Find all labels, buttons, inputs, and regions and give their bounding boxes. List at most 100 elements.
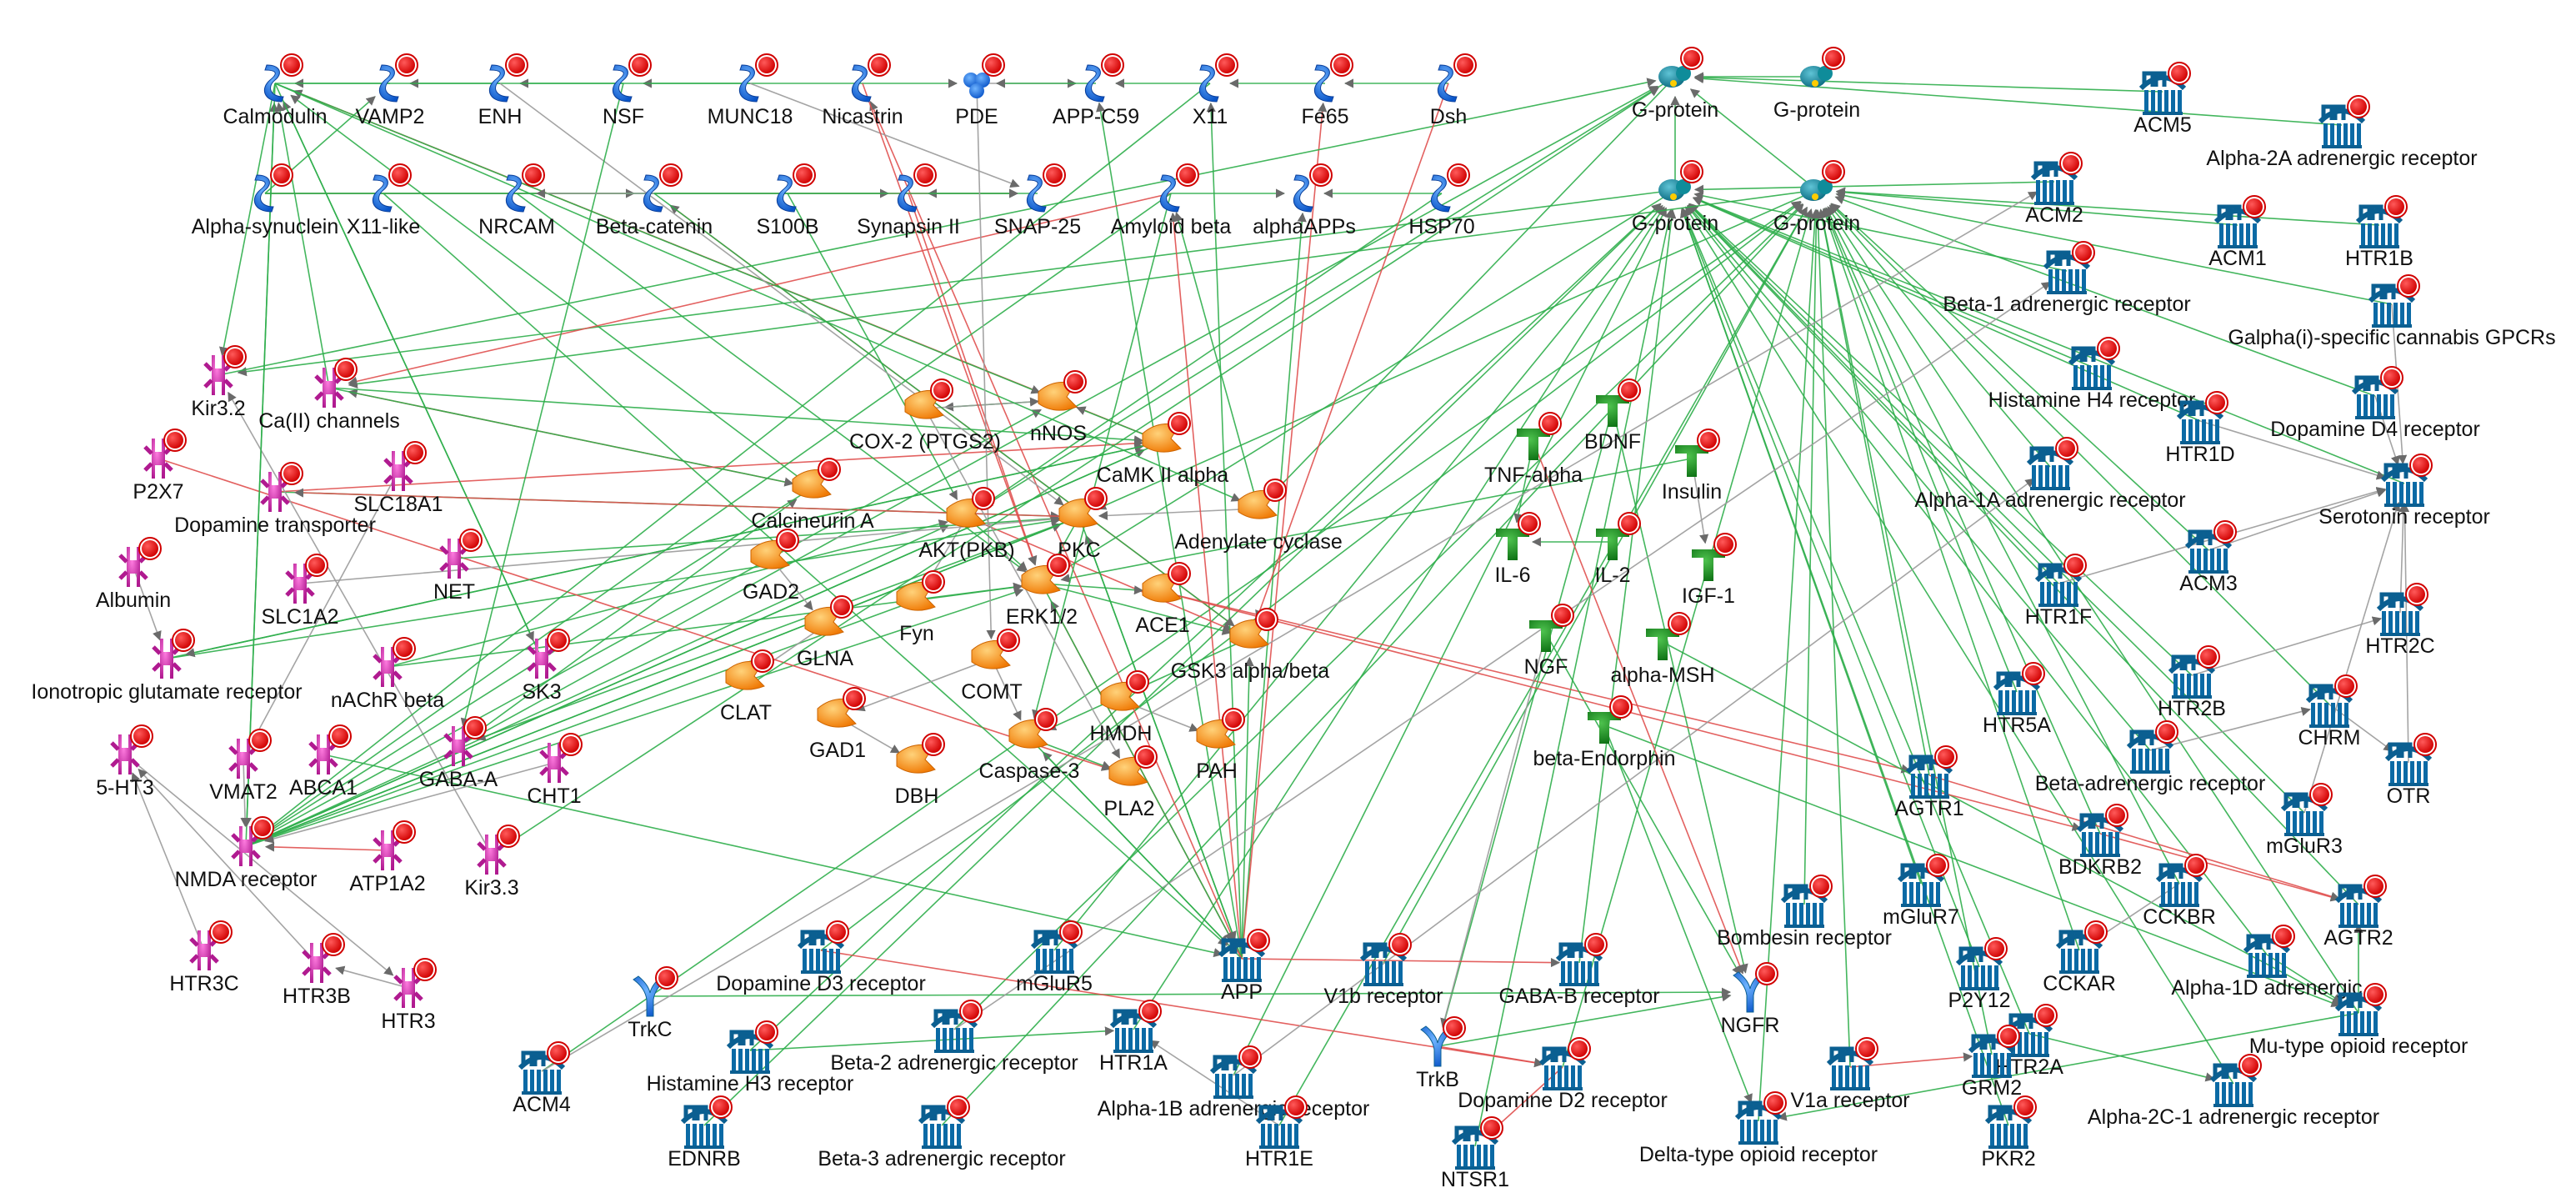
node-grm2[interactable]: GRM2: [1962, 1025, 2022, 1100]
node-gabab[interactable]: GABA-B receptor: [1498, 933, 1660, 1008]
node-cox2[interactable]: COX-2 (PTGS2): [849, 378, 1001, 454]
node-bomb[interactable]: Bombesin receptor: [1717, 875, 1892, 950]
node-d3[interactable]: Dopamine D3 receptor: [716, 920, 926, 995]
node-amsh[interactable]: alpha-MSH: [1610, 612, 1715, 687]
node-gprot1[interactable]: G-protein: [1632, 47, 1718, 122]
node-bendo[interactable]: beta-Endorphin: [1533, 695, 1676, 770]
node-hsp70[interactable]: HSP70: [1408, 163, 1475, 238]
node-clat[interactable]: CLAT: [720, 649, 774, 724]
node-gabaa[interactable]: GABA-A: [419, 716, 498, 791]
node-sk3[interactable]: SK3: [522, 629, 570, 704]
node-ngfr[interactable]: NGFR: [1721, 962, 1780, 1037]
node-p2x7[interactable]: P2X7: [133, 429, 187, 504]
node-htr3c[interactable]: HTR3C: [169, 920, 239, 995]
node-gprot2[interactable]: G-protein: [1773, 47, 1860, 122]
node-acm3[interactable]: ACM3: [2179, 520, 2238, 595]
node-gprot4[interactable]: G-protein: [1773, 160, 1860, 235]
node-serot[interactable]: Serotonin receptor: [2318, 454, 2490, 529]
node-synapsin[interactable]: Synapsin II: [857, 163, 960, 238]
node-p2y12[interactable]: P2Y12: [1948, 937, 2011, 1012]
node-d4[interactable]: Dopamine D4 receptor: [2270, 366, 2480, 441]
node-a2a[interactable]: Alpha-2A adrenergic receptor: [2206, 95, 2478, 170]
node-chrm[interactable]: CHRM: [2298, 674, 2361, 749]
node-gprot3[interactable]: G-protein: [1632, 160, 1718, 235]
node-htr1b[interactable]: HTR1B: [2345, 195, 2413, 270]
node-insulin[interactable]: Insulin: [1662, 429, 1722, 504]
node-h3[interactable]: Histamine H3 receptor: [647, 1020, 854, 1095]
node-acm2[interactable]: ACM2: [2025, 152, 2083, 227]
node-akt[interactable]: AKT(PKB): [918, 487, 1015, 562]
node-calcin[interactable]: Calcineurin A: [751, 458, 874, 533]
node-erk[interactable]: ERK1/2: [1006, 554, 1078, 629]
node-pkr2[interactable]: PKR2: [1981, 1095, 2037, 1170]
node-bar[interactable]: Beta-adrenergic receptor: [2035, 720, 2266, 795]
node-h4[interactable]: Histamine H4 receptor: [1988, 337, 2196, 412]
node-pla2[interactable]: PLA2: [1103, 745, 1158, 820]
node-il6[interactable]: IL-6: [1494, 512, 1541, 587]
node-vmat2[interactable]: VMAT2: [209, 729, 278, 804]
node-dsh[interactable]: Dsh: [1430, 53, 1477, 128]
node-nmda[interactable]: NMDA receptor: [175, 816, 318, 891]
node-nicastrin[interactable]: Nicastrin: [822, 53, 903, 128]
node-albumin[interactable]: Albumin: [96, 537, 171, 612]
node-fe65[interactable]: Fe65: [1302, 53, 1353, 128]
node-il2[interactable]: IL-2: [1594, 512, 1641, 587]
node-a1a[interactable]: Alpha-1A adrenergic receptor: [1914, 437, 2186, 512]
node-bcat[interactable]: Beta-catenin: [596, 163, 713, 238]
node-dat[interactable]: Dopamine transporter: [174, 462, 376, 537]
node-mglur5[interactable]: mGluR5: [1016, 920, 1093, 995]
node-a1d[interactable]: Alpha-1D adrenergic: [2171, 925, 2363, 1000]
node-htr5a[interactable]: HTR5A: [1983, 662, 2051, 737]
node-app[interactable]: APP: [1218, 929, 1270, 1004]
node-mglur3[interactable]: mGluR3: [2266, 783, 2343, 858]
node-pkc[interactable]: PKC: [1058, 487, 1108, 562]
node-dbh[interactable]: DBH: [895, 733, 945, 808]
node-kir32[interactable]: Kir3.2: [191, 345, 247, 420]
node-nachr[interactable]: nAChR beta: [331, 637, 444, 712]
node-casp3[interactable]: Caspase-3: [979, 708, 1080, 783]
node-nnos[interactable]: nNOS: [1030, 370, 1087, 445]
node-slc1a2[interactable]: SLC1A2: [261, 554, 339, 629]
node-htr1e[interactable]: HTR1E: [1245, 1095, 1313, 1170]
node-pde[interactable]: PDE: [955, 53, 1005, 128]
node-amyloid[interactable]: Amyloid beta: [1111, 163, 1232, 238]
node-htr1a[interactable]: HTR1A: [1099, 1000, 1168, 1075]
node-ca2[interactable]: Ca(II) channels: [258, 358, 400, 433]
node-htr2b[interactable]: HTR2B: [2158, 645, 2226, 720]
node-cb[interactable]: Galpha(i)-specific cannabis GPCRs: [2228, 274, 2556, 349]
node-nsf[interactable]: NSF: [603, 53, 652, 128]
node-vamp2[interactable]: VAMP2: [356, 53, 425, 128]
node-hmdh[interactable]: HMDH: [1090, 670, 1153, 745]
node-b3ar[interactable]: Beta-3 adrenergic receptor: [818, 1095, 1066, 1170]
node-cht1[interactable]: CHT1: [527, 733, 583, 808]
node-mu[interactable]: Mu-type opioid receptor: [2249, 983, 2468, 1058]
node-comt[interactable]: COMT: [961, 629, 1023, 704]
node-gsk3[interactable]: GSK3 alpha/beta: [1171, 608, 1330, 683]
node-htr1f[interactable]: HTR1F: [2025, 554, 2093, 629]
node-net[interactable]: NET: [433, 529, 483, 604]
node-d2[interactable]: Dopamine D2 receptor: [1458, 1037, 1668, 1112]
node-ngf[interactable]: NGF: [1524, 604, 1574, 679]
node-ntsr1[interactable]: NTSR1: [1441, 1116, 1509, 1188]
node-v1a[interactable]: V1a receptor: [1790, 1037, 1910, 1112]
node-cckar[interactable]: CCKAR: [2043, 920, 2116, 995]
node-a1b[interactable]: Alpha-1B adrenergic receptor: [1098, 1045, 1370, 1120]
node-htr3b[interactable]: HTR3B: [283, 933, 351, 1008]
node-ednrb[interactable]: EDNRB: [668, 1095, 741, 1170]
node-b2ar[interactable]: Beta-2 adrenergic receptor: [830, 1000, 1078, 1075]
node-atp1a2[interactable]: ATP1A2: [349, 820, 426, 895]
node-x11[interactable]: X11: [1193, 53, 1238, 128]
node-delta[interactable]: Delta-type opioid receptor: [1639, 1091, 1878, 1166]
node-htr3[interactable]: HTR3: [381, 958, 437, 1033]
node-acm5[interactable]: ACM5: [2133, 62, 2192, 137]
node-otr[interactable]: OTR: [2384, 733, 2437, 808]
node-bdnf[interactable]: BDNF: [1584, 378, 1641, 454]
node-htr2a[interactable]: HTR2A: [1995, 1004, 2063, 1079]
node-agtr2[interactable]: AGTR2: [2323, 875, 2393, 950]
node-nrcam[interactable]: NRCAM: [478, 163, 555, 238]
node-cckbr[interactable]: CCKBR: [2143, 854, 2216, 929]
node-pah[interactable]: PAH: [1196, 708, 1245, 783]
node-x11like[interactable]: X11-like: [347, 163, 420, 238]
node-enh[interactable]: ENH: [478, 53, 528, 128]
node-glna[interactable]: GLNA: [797, 595, 853, 670]
